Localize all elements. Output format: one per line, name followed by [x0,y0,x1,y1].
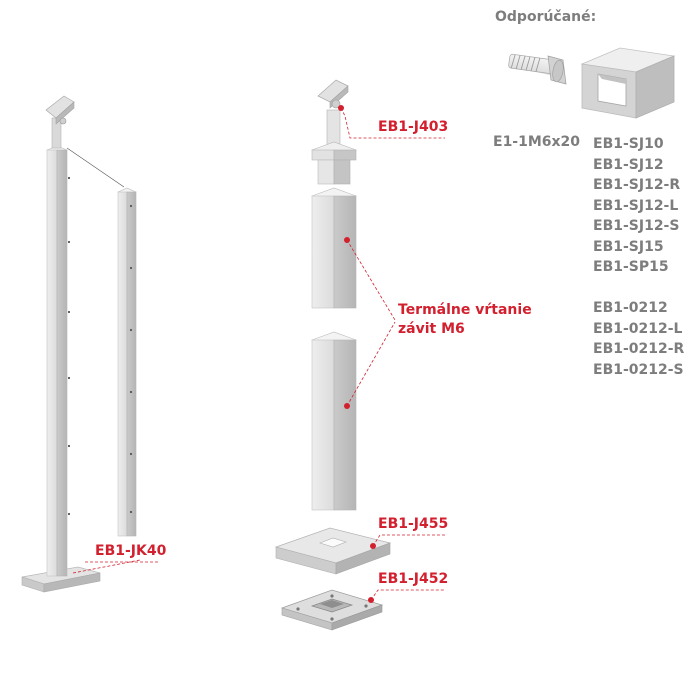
lower-tube-segment [311,331,357,511]
label-top-adapter: EB1-J403 [378,119,449,135]
code-item: EB1-SJ12 [593,156,664,173]
label-post-assembly: EB1-JK40 [95,543,167,559]
recommended-code-list: EB1-SJ10 EB1-SJ12 EB1-SJ12-R EB1-SJ12-L … [593,134,684,380]
base-cover [274,527,392,575]
code-item: EB1-SJ15 [593,238,664,255]
code-item: EB1-SJ12-R [593,177,681,193]
square-nut-icon [580,47,676,119]
screw-code: E1-1M6x20 [493,134,581,150]
code-item: EB1-0212-R [593,341,685,357]
code-item: EB1-0212-S [593,361,684,378]
list-spacer [593,278,684,299]
leader-jk40 [72,559,141,574]
code-item: EB1-0212-L [593,320,683,337]
upper-tube-segment [311,187,357,309]
label-thermal-drilling: Termálne vŕtanie [398,302,532,318]
label-base-cover: EB1-J455 [378,516,449,532]
top-adapter [311,79,357,185]
code-item: EB1-SP15 [593,259,669,275]
code-item: EB1-0212 [593,300,668,316]
base-plate [280,589,384,631]
assembled-post [21,95,125,593]
screw-icon [508,53,567,85]
code-item: EB1-SJ12-S [593,218,680,234]
code-item: EB1-SJ12-L [593,197,679,214]
label-thread-m6: závit M6 [398,321,465,337]
recommended-title: Odporúčané: [495,9,597,25]
code-item: EB1-SJ10 [593,136,664,152]
loose-tube-left [117,187,137,537]
label-base-plate: EB1-J452 [378,571,449,587]
leader-lines [340,107,445,601]
